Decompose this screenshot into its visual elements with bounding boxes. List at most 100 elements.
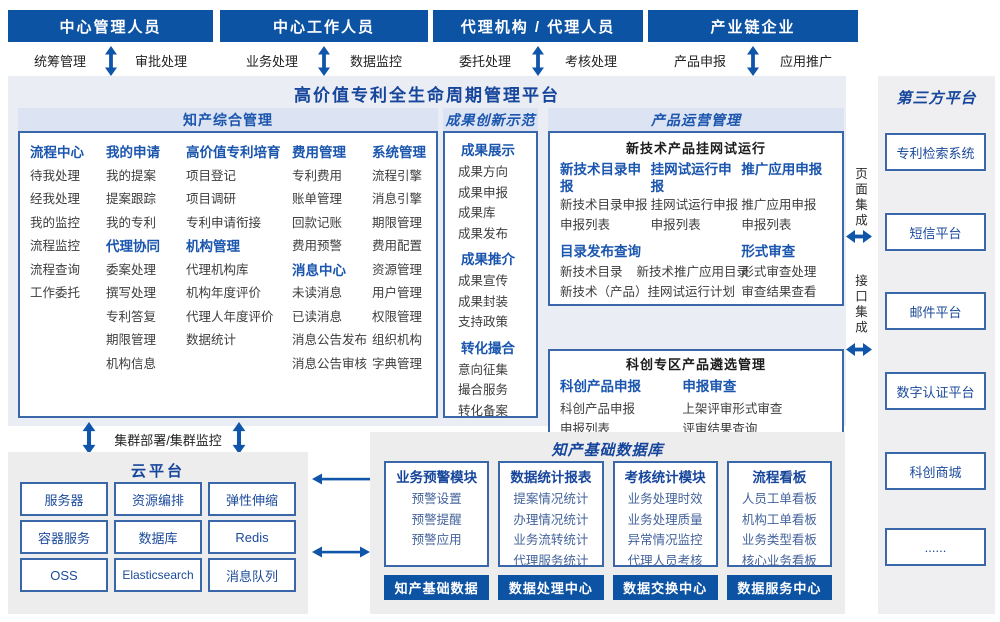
menu-item: 核心业务看板 <box>741 553 817 568</box>
menu-item: 成果方向 <box>458 165 509 179</box>
group-title: 推广应用申报 <box>741 162 823 177</box>
third-party-item: ...... <box>885 528 986 566</box>
group-title: 形式审查 <box>741 244 796 259</box>
section-product-operation: 产品运营管理 新技术产品挂网试运行 新技术目录申报 新技术目录申报 申报列表 挂… <box>548 108 844 445</box>
menu-item: 上架评审形式审查 <box>682 402 783 416</box>
menu-column: 费用管理 专利费用 账单管理 回款记账 费用预警 消息中心 未读消息 已读消息 … <box>292 141 372 416</box>
menu-item: 机构年度评价 <box>186 286 262 300</box>
group-title: 业务预警模块 <box>396 470 478 485</box>
cloud-platform-panel: 云平台 服务器 资源编排 弹性伸缩 容器服务 数据库 Redis OSS Ela… <box>8 452 308 614</box>
cloud-item: Redis <box>208 520 296 554</box>
third-party-item: 科创商城 <box>885 452 986 490</box>
group-title: 科创产品申报 <box>560 379 641 394</box>
section-title: 知产综合管理 <box>18 108 438 131</box>
cloud-item: 消息队列 <box>208 558 296 592</box>
menu-column: 挂网试运行申报 挂网试运行申报 申报列表 <box>651 159 742 235</box>
menu-item: 撮合服务 <box>458 383 509 397</box>
group-title: 消息中心 <box>292 262 346 278</box>
menu-item: 期限管理 <box>372 215 423 230</box>
db-module-box: 数据统计报表 提案情况统计 办理情况统计 业务流转统计 代理服务统计 <box>498 461 604 568</box>
new-tech-trial-box: 新技术产品挂网试运行 新技术目录申报 新技术目录申报 申报列表 挂网试运行申报 … <box>548 131 844 306</box>
cloud-item: 弹性伸缩 <box>208 482 296 516</box>
menu-item: 流程引擎 <box>372 168 423 183</box>
vertical-double-arrow-icon <box>532 46 545 81</box>
menu-item: 期限管理 <box>106 333 157 347</box>
db-footer-badge: 数据处理中心 <box>498 575 604 600</box>
menu-item: 消息公告审核 <box>292 356 368 371</box>
horizontal-double-arrow-icon <box>846 229 872 249</box>
group-title: 费用管理 <box>292 145 346 160</box>
menu-item: 预警应用 <box>411 533 462 547</box>
horizontal-double-arrow-icon <box>312 545 370 564</box>
menu-item: 费用配置 <box>372 239 423 253</box>
menu-column: 推广应用申报 推广应用申报 申报列表 <box>741 159 832 235</box>
page-integration-label: 页面集成 <box>853 167 867 229</box>
menu-item: 形式审查处理 <box>741 265 817 279</box>
cloud-item: 资源编排 <box>114 482 202 516</box>
group-title: 流程看板 <box>752 470 807 485</box>
menu-column: 我的申请 我的提案 提案跟踪 我的专利 代理协同 委案处理 撰写处理 专利答复 … <box>106 141 186 416</box>
menu-item: 机构工单看板 <box>741 512 817 527</box>
left-arrow-icon <box>312 472 370 491</box>
group-title: 考核统计模块 <box>624 470 706 485</box>
cloud-platform-title: 云平台 <box>130 463 185 480</box>
menu-item: 新技术推广应用目录 <box>636 265 750 279</box>
db-module-box: 流程看板 人员工单看板 机构工单看板 业务类型看板 核心业务看板 <box>726 461 832 568</box>
subsection-title: 科创专区产品遴选管理 <box>625 357 766 372</box>
menu-item: 业务处理质量 <box>627 512 703 527</box>
menu-item: 经我处理 <box>30 192 81 206</box>
cluster-label: 集群部署/集群监控 <box>114 433 222 448</box>
menu-item: 成果发布 <box>458 226 509 241</box>
menu-item: 流程查询 <box>30 262 81 277</box>
menu-item: 工作委托 <box>30 286 81 300</box>
menu-item: 申报列表 <box>741 217 792 232</box>
menu-item: 代理人年度评价 <box>186 309 274 324</box>
menu-column: 高价值专利培育 项目登记 项目调研 专利申请衔接 机构管理 代理机构库 机构年度… <box>186 141 292 416</box>
db-module-box: 业务预警模块 预警设置 预警提醒 预警应用 <box>384 461 490 567</box>
menu-item: 资源管理 <box>372 262 423 277</box>
menu-item: 业务流转统计 <box>513 533 589 547</box>
vertical-double-arrow-icon <box>82 422 96 459</box>
vertical-double-arrow-icon <box>232 422 246 459</box>
menu-item: 办理情况统计 <box>513 512 589 527</box>
menu-item: 项目登记 <box>186 168 237 183</box>
section-title: 成果创新示范 <box>443 108 538 131</box>
menu-item: 权限管理 <box>372 309 423 324</box>
menu-item: 数据统计 <box>186 333 237 347</box>
ip-database-panel: 知产基础数据库 业务预警模块 预警设置 预警提醒 预警应用 知产基础数据 数据统… <box>370 432 845 614</box>
achievement-box: 成果展示 成果方向 成果申报 成果库 成果发布 成果推介 成果宣传 成果封装 支… <box>443 131 538 418</box>
menu-item: 我的监控 <box>30 215 81 230</box>
group-title: 高价值专利培育 <box>186 145 281 160</box>
menu-item: 机构信息 <box>106 356 157 371</box>
menu-item: 申报列表 <box>650 217 701 232</box>
third-party-item: 专利检索系统 <box>885 133 986 171</box>
actor-role: 业务处理 <box>246 54 299 69</box>
menu-item: 已读消息 <box>292 309 343 324</box>
db-footer-badge: 数据服务中心 <box>726 575 832 600</box>
menu-item: 挂网试运行申报 <box>650 198 739 212</box>
menu-item: 待我处理 <box>30 168 81 183</box>
vertical-double-arrow-icon <box>318 46 331 81</box>
actor-role: 委托处理 <box>459 54 512 69</box>
section-title: 产品运营管理 <box>548 108 844 131</box>
subsection-title: 新技术产品挂网试运行 <box>625 141 766 156</box>
menu-item: 成果宣传 <box>458 274 509 288</box>
catalog-query-group: 目录发布查询 新技术目录 新技术推广应用目录 新技术（产品）挂网试运行计划 <box>560 242 749 302</box>
actor-group-center-staff: 中心工作人员 业务处理 数据监控 <box>220 10 428 76</box>
actor-group-industry-enterprises: 产业链企业 产品申报 应用推广 <box>648 10 858 76</box>
group-title: 数据统计报表 <box>510 470 592 485</box>
platform-title: 高价值专利全生命周期管理平台 <box>294 86 560 105</box>
menu-item: 我的专利 <box>106 215 157 230</box>
main-platform-panel: 高价值专利全生命周期管理平台 知产综合管理 流程中心 待我处理 经我处理 我的监… <box>8 76 846 445</box>
group-title: 转化撮合 <box>461 340 515 356</box>
group-title: 目录发布查询 <box>560 244 641 259</box>
menu-item: 意向征集 <box>458 362 509 377</box>
group-title: 新技术目录申报 <box>560 162 641 194</box>
menu-item: 字典管理 <box>372 356 423 371</box>
menu-item: 消息引擎 <box>372 192 423 206</box>
menu-item: 委案处理 <box>106 262 157 277</box>
menu-item: 成果申报 <box>458 185 509 200</box>
section-ip-management: 知产综合管理 流程中心 待我处理 经我处理 我的监控 流程监控 流程查询 工作委… <box>18 108 438 418</box>
menu-item: 业务类型看板 <box>741 533 817 547</box>
